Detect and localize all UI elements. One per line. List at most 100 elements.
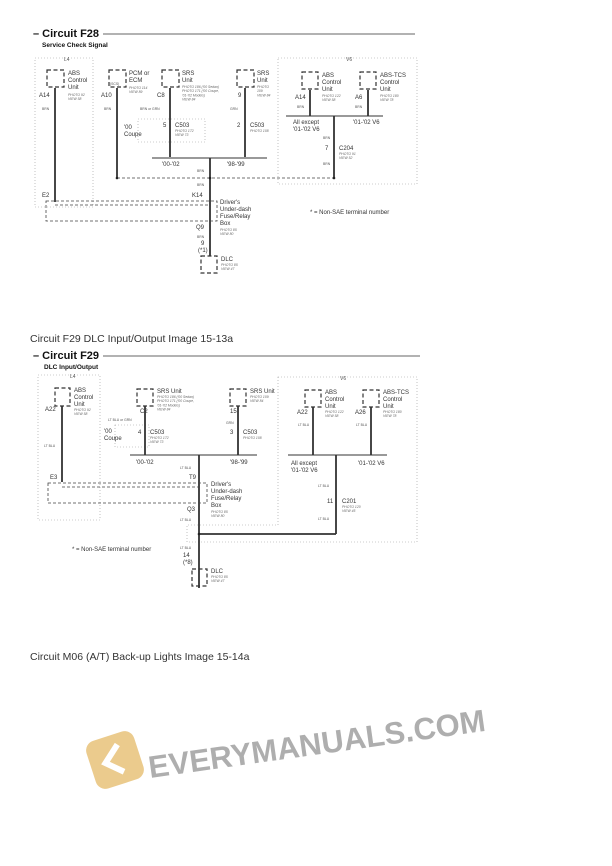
- diagram-label: VIEW 84: [257, 93, 270, 97]
- diagram-label: PHOTO 180: [380, 94, 399, 98]
- diagram-box: [86, 731, 144, 789]
- diagram-title: – Circuit F29: [33, 350, 99, 362]
- diagram-label: PHOTO 122: [322, 94, 341, 98]
- diagram-label: BRN: [197, 235, 205, 239]
- diagram-label: GRN: [226, 421, 234, 425]
- diagram-label: PHOTO 108: [243, 436, 262, 440]
- dlc-connector-box: [200, 255, 218, 274]
- caption-f29: Circuit F29 DLC Input/Output Image 15-13…: [30, 333, 234, 345]
- diagram-label: SRS: [257, 71, 269, 77]
- diagram-box: [229, 388, 247, 407]
- diagram-label: VIEW 84: [157, 408, 170, 412]
- abs-tcs-control-unit-box: [359, 71, 377, 90]
- diagram-label: Driver's: [211, 482, 231, 488]
- diagram-line: [152, 115, 383, 159]
- diagram-label: All except: [293, 120, 319, 126]
- diagram-label: PHOTO 186 ('00 Sedan): [157, 395, 194, 399]
- diagram-label: VIEW 58: [68, 97, 81, 101]
- diagram-label: Unit: [325, 404, 336, 410]
- diagram-label: PHOTO 171 ('00 Coupe,: [182, 89, 219, 93]
- diagram-label: Control: [74, 395, 93, 401]
- watermark-text: EVERYMANUALS.COM: [146, 703, 487, 785]
- abs-control-unit-v6-box: [301, 71, 319, 90]
- diagram-label: Control: [325, 397, 344, 403]
- diagram-label: A26: [355, 410, 366, 416]
- v6-region: [186, 376, 418, 543]
- diagram-label: All except'01-'02 V6: [293, 120, 320, 133]
- diagram-label: Box: [220, 221, 230, 227]
- diagram-label: (*1): [198, 248, 208, 254]
- coupe-region: [114, 424, 150, 448]
- diagram-label: VIEW 89: [129, 90, 142, 94]
- diagram-label: 15: [230, 409, 237, 415]
- diagram-subtitle: DLC Input/Output: [44, 364, 99, 371]
- diagram-line: [101, 742, 126, 775]
- diagram-label: ECM: [129, 78, 142, 84]
- diagram-label: PHOTO 171 ('00 Coupe,: [157, 399, 194, 403]
- diagram-label: Under-dash: [220, 207, 251, 213]
- diagram-label: PHOTO 108: [250, 129, 269, 133]
- diagram-label: Control: [322, 80, 341, 86]
- diagram-label: '01-'02 V6: [358, 461, 385, 467]
- diagram-label: PHOTO 180: [383, 410, 402, 414]
- diagram-label: '98-'99: [227, 162, 245, 168]
- diagram-label: BRN: [323, 162, 331, 166]
- diagram-label: LT BLU: [356, 423, 368, 427]
- diagram-label: Control: [68, 78, 87, 84]
- diagram-label: PHOTO 85: [220, 228, 237, 232]
- diagram-label: BRN: [197, 183, 205, 187]
- diagram-label: LT BLU: [180, 466, 192, 470]
- diagram-line: [61, 406, 372, 588]
- diagram-label: PHOTO 85: [211, 510, 228, 514]
- diagram-label: DLC: [211, 569, 224, 575]
- diagram-label: '98-'99: [230, 460, 248, 466]
- diagram-label: Unit: [182, 78, 193, 84]
- diagram-label: C503: [150, 430, 165, 436]
- diagram-label: ABS: [322, 73, 334, 79]
- diagram-label: VIEW 52: [339, 156, 352, 160]
- diagram-label: Fuse/Relay: [211, 496, 241, 502]
- diagram-label: LT BLU: [44, 444, 56, 448]
- diagram-label: 5: [163, 123, 167, 129]
- diagram-label: K14: [192, 193, 203, 199]
- diagram-label: 9(*1): [198, 241, 208, 254]
- diagram-label: VIEW 73: [175, 133, 188, 137]
- diagram-label: BRN: [42, 107, 50, 111]
- diagram-label: 2: [237, 123, 241, 129]
- diagram-label: VIEW 45: [342, 509, 355, 513]
- diagram-line: [208, 176, 212, 180]
- circuit-f28-diagram: – Circuit F28 Service Check Signal L4 V6…: [33, 28, 418, 274]
- diagram-label: 3: [230, 430, 234, 436]
- diagram-label: Unit: [322, 87, 333, 93]
- diagram-label: Coupe: [124, 132, 142, 138]
- diagram-label: '00-'02: [136, 460, 154, 466]
- diagram-label: PCM or: [129, 71, 149, 77]
- diagram-label: C201: [342, 499, 357, 505]
- v6-region: [277, 57, 418, 185]
- diagram-label: BRN: [297, 105, 305, 109]
- diagram-label: PHOTO 109: [250, 395, 269, 399]
- diagram-label: PHOTO 186 ('00 Sedan)PHOTO 171 ('00 Coup…: [182, 85, 219, 102]
- diagram-label: 109: [257, 89, 263, 93]
- diagram-label: VIEW 58: [325, 414, 338, 418]
- diagram-label: 9: [201, 241, 205, 247]
- diagram-label: PHOTO 114: [129, 86, 147, 90]
- diagram-label: SRS Unit: [157, 389, 182, 395]
- diagram-label: C204: [339, 146, 354, 152]
- fuse-relay-box: [47, 482, 208, 504]
- diagram-label: A14: [295, 95, 306, 101]
- diagram-box: [304, 389, 322, 408]
- diagram-line: [332, 176, 336, 180]
